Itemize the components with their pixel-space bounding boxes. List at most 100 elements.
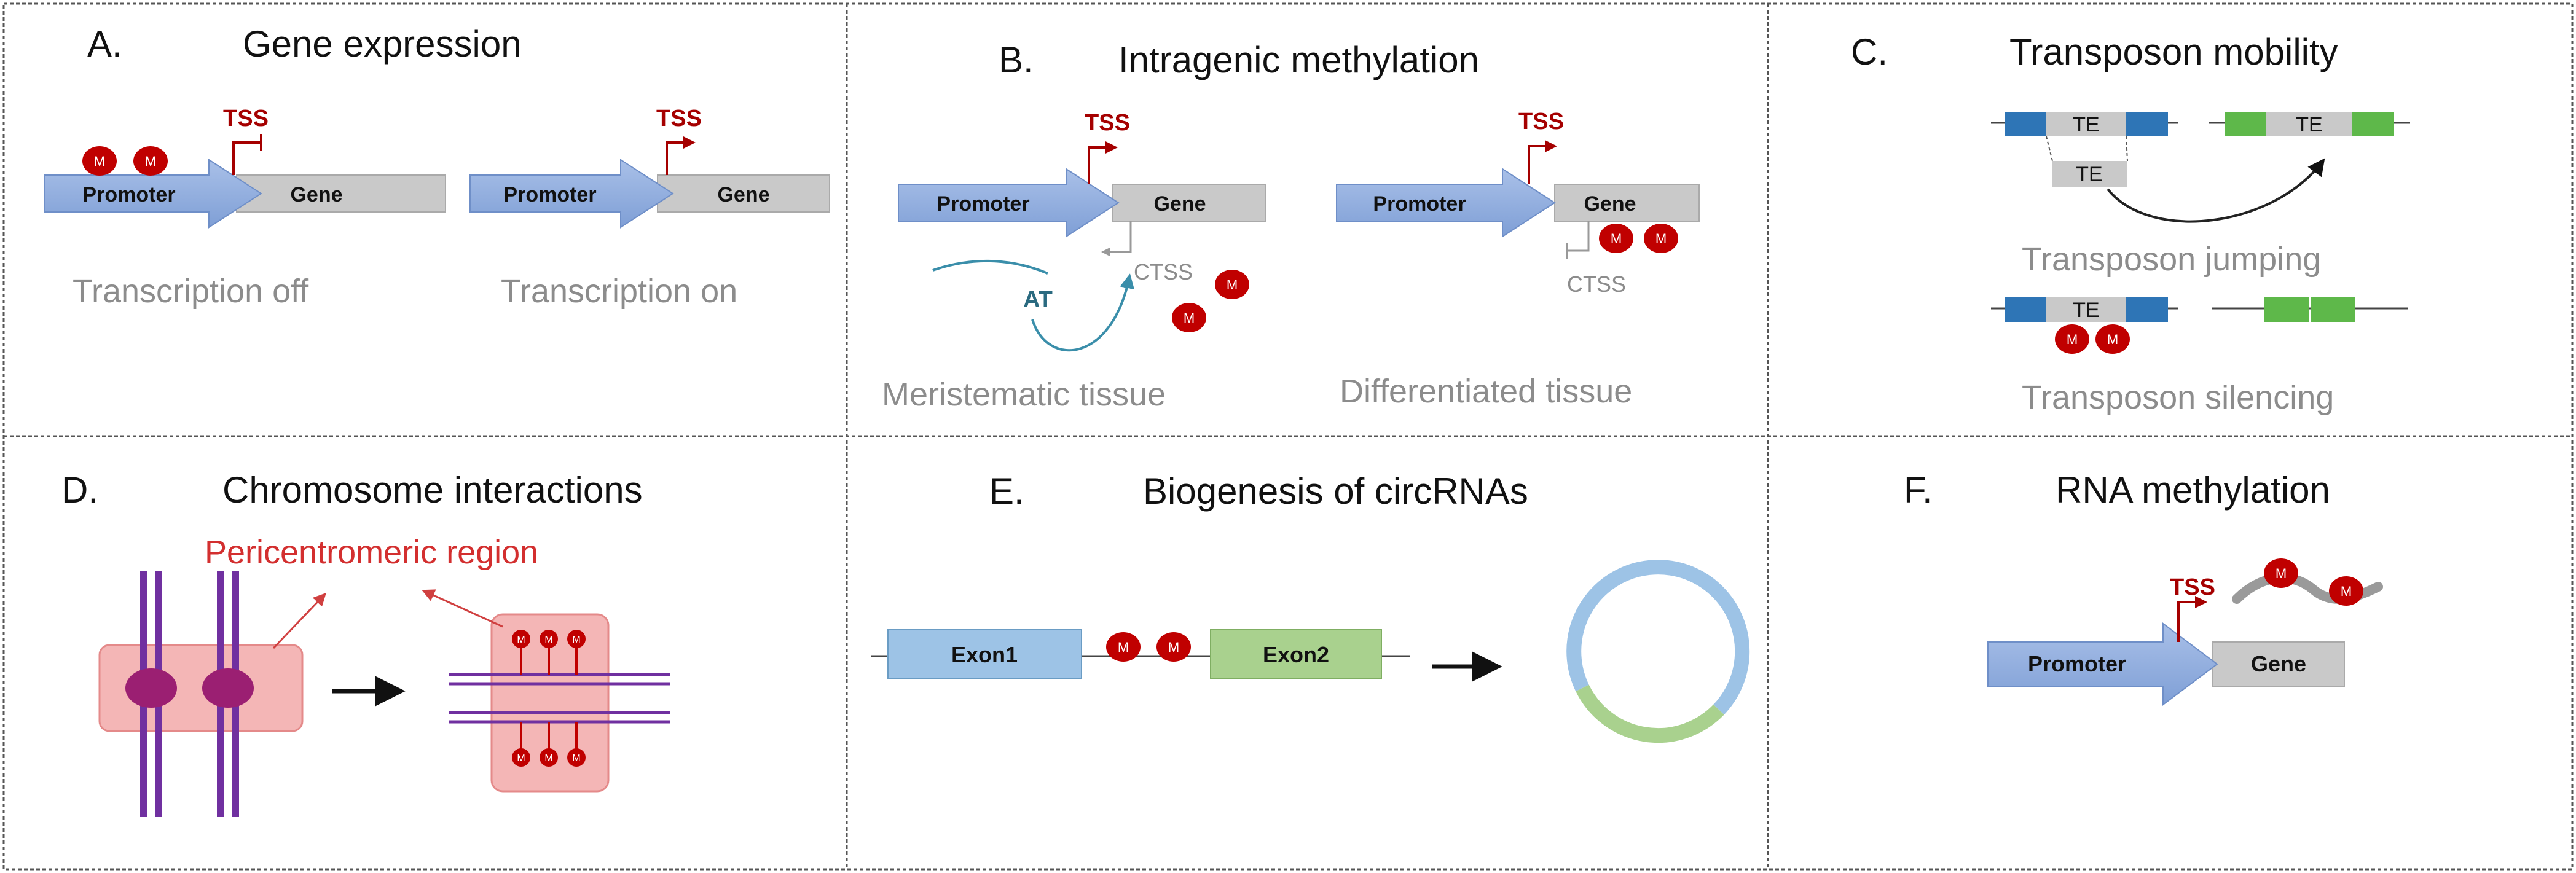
methyl-group: M M xyxy=(1599,224,1678,253)
antisense-label: AT xyxy=(1023,287,1053,313)
gene-construct-rna: Promoter Gene TSS M M xyxy=(1987,558,2383,706)
te-label: TE xyxy=(2296,113,2322,136)
panel-c-title: Transposon mobility xyxy=(2009,31,2338,72)
panel-c: C. Transposon mobility TE TE TE Transpos… xyxy=(1851,31,2410,416)
jump-arrow xyxy=(2107,158,2325,223)
caption-transcription-on: Transcription on xyxy=(501,273,737,310)
empty-target-site xyxy=(2212,297,2408,322)
caption-differentiated: Differentiated tissue xyxy=(1340,373,1632,410)
tss-arrow xyxy=(1528,140,1557,184)
svg-text:M: M xyxy=(572,753,580,764)
promoter-arrow xyxy=(1336,168,1556,238)
svg-text:M: M xyxy=(1168,640,1179,655)
panel-b-title: Intragenic methylation xyxy=(1118,39,1479,80)
ctss-label: CTSS xyxy=(1134,259,1193,284)
panel-a-title: Gene expression xyxy=(243,23,522,65)
gene-label: Gene xyxy=(1153,192,1206,216)
tss-label: TSS xyxy=(2170,574,2215,600)
panel-d: D. Chromosome interactions Pericentromer… xyxy=(61,469,670,817)
panel-d-title: Chromosome interactions xyxy=(222,469,643,511)
label-pointer xyxy=(422,589,503,628)
pericentromeric-label: Pericentromeric region xyxy=(205,534,538,571)
antisense-loop-arrow xyxy=(1031,273,1134,352)
svg-text:M: M xyxy=(2067,332,2078,347)
methyl-group: M M xyxy=(1106,632,1191,662)
exon2-label: Exon2 xyxy=(1263,642,1329,667)
svg-text:M: M xyxy=(544,753,552,764)
panel-e-title: Biogenesis of circRNAs xyxy=(1143,471,1528,512)
svg-text:M: M xyxy=(1227,277,1238,292)
promoter-label: Promoter xyxy=(82,183,175,206)
panel-c-letter: C. xyxy=(1851,31,1888,72)
tss-blocked-mark xyxy=(232,134,262,175)
label-pointer xyxy=(272,592,326,649)
transposon-donor: TE TE xyxy=(1991,112,2325,223)
panel-a: A. Gene expression Promoter Gene TSS M M… xyxy=(44,23,830,310)
methyl-group: M M xyxy=(82,146,168,176)
gene-construct-meristematic: Promoter Gene TSS CTSS AT M M Meristemat… xyxy=(882,110,1266,413)
transposon-silenced: TE M M xyxy=(1991,297,2178,354)
svg-text:M: M xyxy=(94,154,105,169)
ctss-arrow xyxy=(1101,221,1132,257)
methyl-group: M M xyxy=(2264,558,2363,606)
svg-text:M: M xyxy=(572,635,580,645)
antisense-transcript xyxy=(932,259,1048,275)
exon1-label: Exon1 xyxy=(951,642,1018,667)
svg-text:M: M xyxy=(1118,640,1129,655)
promoter-label: Promoter xyxy=(937,192,1029,216)
promoter-label: Promoter xyxy=(2028,651,2126,676)
tss-arrow xyxy=(666,136,696,175)
gene-box xyxy=(2212,641,2345,687)
panel-e: E. Biogenesis of circRNAs Exon1 Exon2 M … xyxy=(871,471,1750,743)
chromosome-pair-horizontal: M M M M M M xyxy=(449,613,670,793)
panel-b: B. Intragenic methylation Promoter Gene … xyxy=(882,39,1700,413)
ctss-label: CTSS xyxy=(1567,272,1626,297)
promoter-arrow xyxy=(898,168,1120,238)
gene-box xyxy=(657,174,830,213)
svg-text:M: M xyxy=(2276,566,2287,581)
tss-label: TSS xyxy=(223,106,269,131)
svg-text:M: M xyxy=(2341,584,2352,599)
promoter-arrow xyxy=(469,159,674,229)
gene-box xyxy=(236,174,446,213)
tss-label: TSS xyxy=(1085,110,1130,136)
gene-box xyxy=(1112,184,1266,222)
svg-text:M: M xyxy=(517,635,525,645)
svg-text:M: M xyxy=(1611,231,1622,246)
tss-arrow xyxy=(2177,596,2207,642)
gene-construct-off: Promoter Gene TSS M M Transcription off xyxy=(44,106,446,310)
gene-construct-differentiated: Promoter Gene TSS CTSS M M Differentiate… xyxy=(1336,109,1700,410)
promoter-arrow xyxy=(44,159,262,229)
svg-text:M: M xyxy=(1184,310,1195,326)
caption-transposon-jumping: Transposon jumping xyxy=(2022,241,2321,278)
svg-text:M: M xyxy=(544,635,552,645)
gene-label: Gene xyxy=(1584,192,1636,216)
methyl-group: M M M M M M xyxy=(512,630,586,767)
exon2-box xyxy=(1210,629,1382,679)
panel-f: F. RNA methylation Promoter Gene TSS M M xyxy=(1904,469,2383,706)
promoter-arrow xyxy=(1987,622,2218,706)
gene-construct-on: Promoter Gene TSS Transcription on xyxy=(469,106,830,310)
chromosome-pair-vertical xyxy=(98,571,304,817)
tss-label: TSS xyxy=(656,106,702,131)
panel-e-letter: E. xyxy=(989,471,1024,512)
caption-transcription-off: Transcription off xyxy=(73,273,309,310)
caption-transposon-silencing: Transposon silencing xyxy=(2022,379,2334,416)
exon1-box xyxy=(887,629,1082,679)
panel-f-title: RNA methylation xyxy=(2056,469,2330,511)
gene-label: Gene xyxy=(290,183,342,206)
svg-text:M: M xyxy=(145,154,156,169)
methyl-group: M M xyxy=(1172,270,1249,332)
te-label: TE xyxy=(2073,299,2099,322)
ctss-blocked-mark xyxy=(1566,221,1590,259)
methyl-group: M M xyxy=(2055,324,2130,354)
svg-text:M: M xyxy=(2107,332,2118,347)
gene-label: Gene xyxy=(2251,651,2306,676)
svg-text:M: M xyxy=(1655,231,1667,246)
panel-b-letter: B. xyxy=(999,39,1034,80)
caption-meristematic: Meristematic tissue xyxy=(882,376,1166,413)
transposon-target: TE xyxy=(2209,112,2410,136)
promoter-label: Promoter xyxy=(1373,192,1466,216)
